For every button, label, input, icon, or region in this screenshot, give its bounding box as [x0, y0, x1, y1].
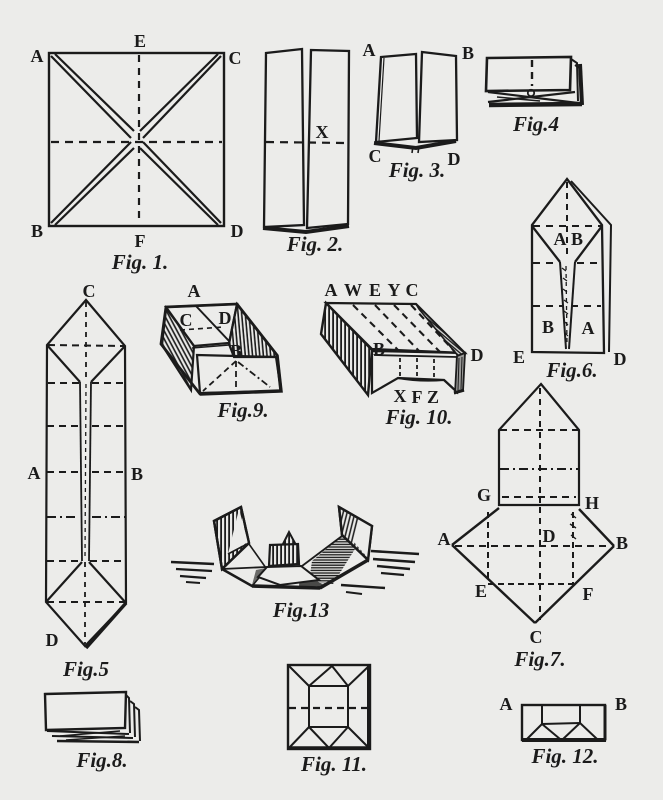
svg-text:B: B: [31, 221, 43, 241]
svg-text:A: A: [582, 318, 595, 338]
svg-text:Fig.13: Fig.13: [272, 598, 330, 622]
svg-text:D: D: [543, 526, 556, 546]
svg-text:A: A: [500, 694, 513, 714]
svg-text:Fig.7.: Fig.7.: [513, 647, 565, 671]
svg-text:B: B: [131, 464, 143, 484]
svg-text:B: B: [616, 533, 628, 553]
svg-text:A: A: [28, 463, 41, 483]
svg-text:A: A: [188, 281, 201, 301]
svg-text:C: C: [406, 280, 419, 300]
svg-text:C: C: [369, 146, 382, 166]
svg-text:X: X: [316, 122, 329, 142]
svg-text:E: E: [513, 347, 525, 367]
svg-text:B: B: [462, 43, 474, 63]
svg-text:G: G: [477, 485, 491, 505]
svg-text:Fig.4: Fig.4: [512, 112, 559, 136]
svg-text:X: X: [394, 386, 407, 406]
svg-text:Fig.8.: Fig.8.: [75, 748, 127, 772]
svg-text:Y: Y: [388, 280, 401, 300]
svg-text:F: F: [583, 584, 594, 604]
svg-text:C: C: [83, 281, 96, 301]
svg-text:B: B: [542, 317, 554, 337]
svg-text:A: A: [363, 40, 376, 60]
svg-text:C: C: [530, 627, 543, 647]
svg-text:C: C: [229, 48, 242, 68]
svg-text:Fig. 12.: Fig. 12.: [530, 744, 598, 768]
svg-text:C: C: [180, 310, 193, 330]
svg-text:E: E: [475, 581, 487, 601]
svg-text:A: A: [325, 280, 338, 300]
svg-text:B: B: [615, 694, 627, 714]
svg-text:D: D: [46, 630, 59, 650]
svg-text:Fig.6.: Fig.6.: [545, 358, 597, 382]
svg-text:Fig. 1.: Fig. 1.: [111, 250, 169, 274]
svg-text:Fig.5: Fig.5: [62, 657, 109, 681]
svg-text:F: F: [412, 387, 423, 407]
svg-text:Fig. 10.: Fig. 10.: [384, 405, 452, 429]
svg-text:D: D: [471, 345, 484, 365]
svg-text:B: B: [230, 341, 242, 361]
svg-text:A: A: [31, 46, 44, 66]
svg-text:D: D: [448, 149, 461, 169]
svg-text:H: H: [585, 493, 599, 513]
svg-text:F: F: [135, 231, 146, 251]
svg-text:D: D: [219, 308, 232, 328]
svg-text:Fig. 3.: Fig. 3.: [388, 158, 446, 182]
svg-text:Fig.9.: Fig.9.: [216, 398, 268, 422]
svg-text:Z: Z: [427, 387, 439, 407]
svg-text:B: B: [571, 229, 583, 249]
svg-text:Fig. 11.: Fig. 11.: [300, 752, 367, 776]
svg-text:Fig. 2.: Fig. 2.: [286, 232, 344, 256]
svg-text:D: D: [231, 221, 244, 241]
svg-text:W: W: [344, 280, 362, 300]
svg-text:E: E: [134, 31, 146, 51]
svg-text:D: D: [614, 349, 627, 369]
svg-text:A: A: [438, 529, 451, 549]
svg-text:E: E: [369, 280, 381, 300]
svg-text:A: A: [554, 229, 567, 249]
svg-text:B: B: [373, 339, 385, 359]
